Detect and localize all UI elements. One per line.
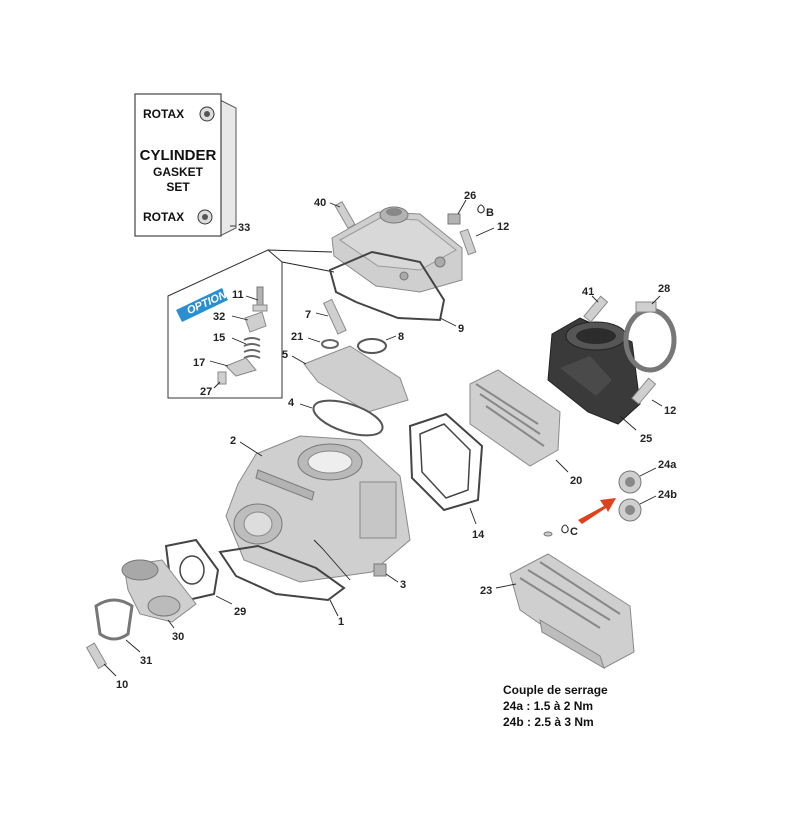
label-1: 1 bbox=[338, 616, 344, 628]
label-27: 27 bbox=[200, 386, 212, 398]
cylinder-head-cover bbox=[331, 206, 463, 293]
option-box: OPTION bbox=[167, 249, 335, 399]
mark-b: B bbox=[486, 207, 494, 219]
label-21: 21 bbox=[291, 331, 303, 343]
intake-flange-30 bbox=[121, 559, 197, 623]
cylinder-2 bbox=[225, 435, 411, 583]
kit-brand-bottom: ROTAX bbox=[143, 210, 184, 224]
label-32: 32 bbox=[213, 311, 225, 323]
screw-40 bbox=[334, 201, 356, 229]
label-3: 3 bbox=[400, 579, 406, 591]
kit-title-line3: SET bbox=[166, 180, 190, 194]
label-17: 17 bbox=[193, 357, 205, 369]
kit-title-line2: GASKET bbox=[153, 165, 204, 179]
label-8: 8 bbox=[398, 331, 404, 343]
label-9: 9 bbox=[458, 323, 464, 335]
gasket-kit-card: ROTAX CYLINDER GASKET SET ROTAX bbox=[134, 93, 237, 237]
label-14: 14 bbox=[472, 529, 485, 541]
clamp-28 bbox=[623, 301, 677, 373]
label-30: 30 bbox=[172, 631, 184, 643]
label-31: 31 bbox=[140, 655, 152, 667]
reed-gasket-14 bbox=[408, 412, 484, 512]
label-2: 2 bbox=[230, 435, 236, 447]
reed-valve-20 bbox=[469, 369, 561, 467]
torque-line-24a: 24a : 1.5 à 2 Nm bbox=[503, 699, 594, 713]
label-4: 4 bbox=[288, 397, 295, 409]
torque-line-24b: 24b : 2.5 à 3 Nm bbox=[503, 715, 594, 729]
intake-manifold-25 bbox=[547, 317, 641, 425]
base-gasket-1 bbox=[218, 544, 346, 602]
label-7: 7 bbox=[305, 309, 311, 321]
cover-5 bbox=[303, 345, 409, 413]
label-24a: 24a bbox=[658, 459, 677, 471]
option-badge bbox=[176, 288, 228, 322]
label-24b: 24b bbox=[658, 489, 677, 501]
mark-c: C bbox=[570, 526, 578, 538]
reed-block-23 bbox=[509, 553, 635, 670]
nut-24a bbox=[618, 470, 642, 494]
label-20: 20 bbox=[570, 475, 582, 487]
label-11: 11 bbox=[232, 289, 244, 301]
label-40: 40 bbox=[314, 197, 326, 209]
label-26: 26 bbox=[464, 190, 476, 202]
label-12-right: 12 bbox=[664, 405, 676, 417]
head-gasket-9 bbox=[328, 250, 446, 322]
kit-brand-top: ROTAX bbox=[143, 107, 184, 121]
kit-title-line1: CYLINDER bbox=[140, 147, 217, 164]
label-28: 28 bbox=[658, 283, 670, 295]
arrow-icon bbox=[578, 498, 616, 524]
label-12-top: 12 bbox=[497, 221, 509, 233]
label-25: 25 bbox=[640, 433, 652, 445]
label-15: 15 bbox=[213, 332, 225, 344]
label-33: 33 bbox=[238, 222, 250, 234]
label-41: 41 bbox=[582, 286, 594, 298]
label-5: 5 bbox=[282, 349, 288, 361]
label-23: 23 bbox=[480, 585, 492, 597]
label-10: 10 bbox=[116, 679, 128, 691]
torque-spec: Couple de serrage 24a : 1.5 à 2 Nm 24b :… bbox=[503, 682, 608, 730]
label-29: 29 bbox=[234, 606, 246, 618]
torque-title: Couple de serrage bbox=[503, 683, 608, 697]
nut-24b bbox=[618, 498, 642, 522]
